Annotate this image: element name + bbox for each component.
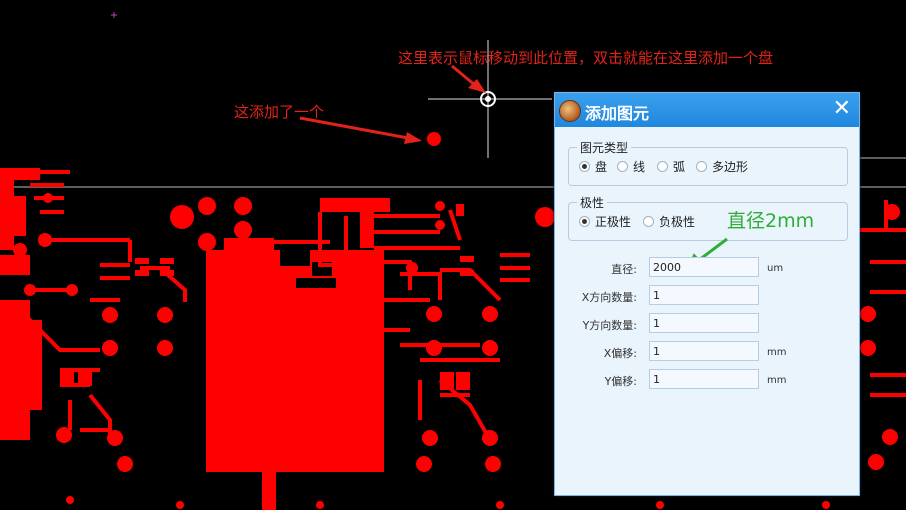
annotation-top-text: 这里表示鼠标移动到此位置，双击就能在这里添加一个盘 bbox=[398, 49, 774, 67]
x-offset-input[interactable] bbox=[649, 341, 759, 361]
polarity-group: 极性 正极性 负极性 bbox=[568, 194, 848, 241]
radio-dot-icon bbox=[617, 161, 628, 172]
dialog-titlebar[interactable]: 添加图元 ✕ bbox=[555, 93, 859, 127]
primitive-type-label: 图元类型 bbox=[577, 139, 632, 156]
radio-polygon-label: 多边形 bbox=[712, 160, 749, 174]
radio-dot-icon bbox=[579, 161, 590, 172]
crosshair-cursor-icon bbox=[428, 40, 552, 158]
radio-dot-icon bbox=[643, 216, 654, 227]
radio-dot-icon bbox=[579, 216, 590, 227]
radio-line-label: 线 bbox=[633, 160, 646, 174]
dialog-title: 添加图元 bbox=[585, 104, 650, 123]
primitive-type-group: 图元类型 盘 线 弧 多边形 bbox=[568, 139, 848, 186]
radio-pad-label: 盘 bbox=[595, 160, 608, 174]
radio-positive[interactable]: 正极性 bbox=[579, 213, 631, 230]
x-count-input[interactable] bbox=[649, 285, 759, 305]
radio-arc[interactable]: 弧 bbox=[657, 158, 685, 175]
annotation-arrow-top bbox=[451, 64, 486, 93]
y-count-input[interactable] bbox=[649, 313, 759, 333]
x-offset-unit: mm bbox=[767, 347, 787, 358]
diameter-note: 直径2mm bbox=[727, 210, 815, 232]
radio-dot-icon bbox=[696, 161, 707, 172]
radio-negative-label: 负极性 bbox=[659, 215, 696, 229]
radio-arc-label: 弧 bbox=[673, 160, 686, 174]
radio-line[interactable]: 线 bbox=[617, 158, 645, 175]
y-offset-unit: mm bbox=[767, 375, 787, 386]
radio-positive-label: 正极性 bbox=[595, 215, 632, 229]
diameter-unit: um bbox=[767, 263, 784, 274]
y-offset-input[interactable] bbox=[649, 369, 759, 389]
app-icon bbox=[559, 100, 581, 122]
annotation-arrow-left bbox=[299, 116, 422, 144]
polarity-label: 极性 bbox=[577, 194, 608, 211]
added-pad bbox=[427, 132, 441, 146]
radio-dot-icon bbox=[657, 161, 668, 172]
close-icon[interactable]: ✕ bbox=[832, 96, 851, 121]
pcb-copper-layer bbox=[0, 132, 906, 510]
y-count-label: Y方向数量: bbox=[582, 319, 637, 332]
radio-polygon[interactable]: 多边形 bbox=[696, 158, 748, 175]
diameter-input[interactable] bbox=[649, 257, 759, 277]
diameter-label: 直径: bbox=[611, 263, 637, 276]
origin-marker bbox=[111, 12, 117, 18]
add-primitive-dialog: 添加图元 ✕ 图元类型 盘 线 弧 多边形 极性 正极性 负极性 bbox=[554, 92, 860, 496]
annotation-left-text: 这添加了一个 bbox=[234, 103, 325, 121]
x-count-label: X方向数量: bbox=[581, 291, 637, 304]
radio-pad[interactable]: 盘 bbox=[579, 158, 607, 175]
radio-negative[interactable]: 负极性 bbox=[643, 213, 695, 230]
x-offset-label: X偏移: bbox=[603, 347, 637, 360]
y-offset-label: Y偏移: bbox=[604, 375, 637, 388]
